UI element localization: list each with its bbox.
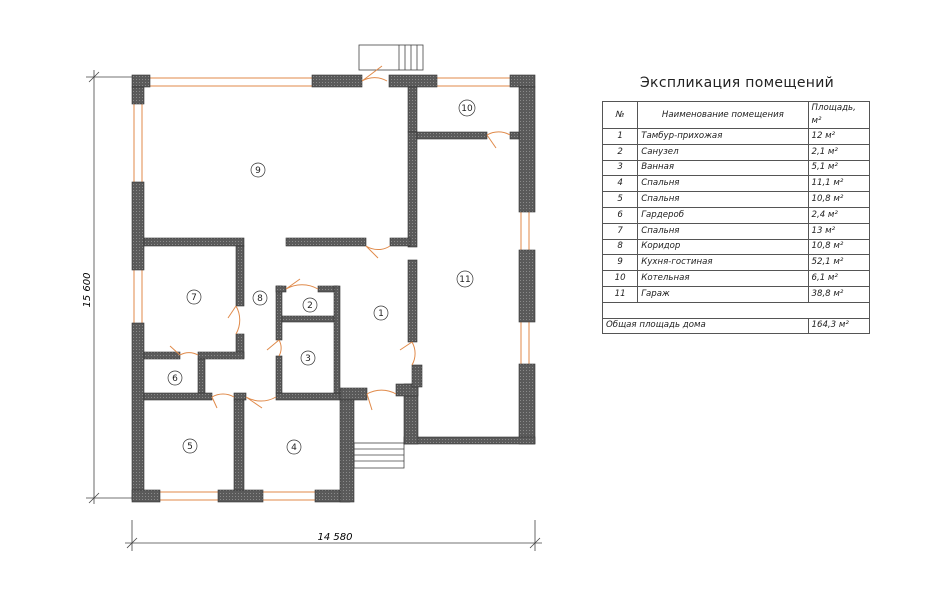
room-schedule: Экспликация помещений № Наименование пом… xyxy=(601,75,871,335)
row-area: 6,1 м² xyxy=(807,270,871,287)
row-num: 2 xyxy=(601,143,639,161)
row-area: 52,1 м² xyxy=(807,254,871,272)
svg-text:7: 7 xyxy=(191,293,197,303)
header-area: Площадь, м² xyxy=(807,101,871,129)
walls xyxy=(131,74,536,503)
row-area: 2,4 м² xyxy=(807,206,871,224)
row-name: Коридор xyxy=(637,238,809,256)
total-label: Общая площадь дома xyxy=(602,317,809,335)
row-name: Гардероб xyxy=(637,206,809,224)
height-dimension-label: 15 600 xyxy=(82,273,93,308)
row-name: Гараж xyxy=(637,285,809,303)
room-marker-1: 1 xyxy=(373,305,389,321)
table-header-row: № Наименование помещения Площадь, м² xyxy=(601,101,871,129)
dimension-lines xyxy=(86,70,542,551)
row-name: Кухня-гостиная xyxy=(637,254,809,272)
row-area: 10,8 м² xyxy=(807,238,871,256)
header-num: № xyxy=(601,101,639,129)
row-name: Котельная xyxy=(637,270,809,287)
room-marker-10: 10 xyxy=(458,99,476,117)
table-row-blank xyxy=(602,301,870,319)
total-value: 164,3 м² xyxy=(807,317,871,335)
room-marker-5: 5 xyxy=(182,438,198,454)
entrance-steps-bottom xyxy=(353,442,405,469)
row-name: Спальня xyxy=(637,191,809,208)
room-marker-11: 11 xyxy=(456,270,474,288)
row-name: Тамбур-прихожая xyxy=(637,128,809,145)
room-marker-8: 8 xyxy=(252,290,268,306)
row-area: 10,8 м² xyxy=(807,191,871,208)
svg-text:2: 2 xyxy=(307,301,313,311)
room-marker-4: 4 xyxy=(286,439,302,455)
schedule-title: Экспликация помещений xyxy=(639,75,834,91)
row-num: 7 xyxy=(601,222,639,240)
room-marker-2: 2 xyxy=(302,297,318,313)
row-num: 5 xyxy=(601,191,639,208)
row-area: 12 м² xyxy=(807,128,871,145)
room-marker-7: 7 xyxy=(186,289,202,305)
header-name: Наименование помещения xyxy=(637,101,809,129)
doors xyxy=(169,65,511,411)
width-dimension-label: 14 580 xyxy=(318,532,353,543)
row-num: 11 xyxy=(601,285,639,303)
windows xyxy=(133,77,530,501)
svg-text:11: 11 xyxy=(459,275,470,285)
row-name: Санузел xyxy=(637,143,809,161)
row-name: Ванная xyxy=(637,159,809,177)
row-area: 2,1 м² xyxy=(807,143,871,161)
row-num: 6 xyxy=(601,206,639,224)
table-row-total: Общая площадь дома 164,3 м² xyxy=(602,317,871,335)
row-area: 5,1 м² xyxy=(807,159,871,177)
svg-text:8: 8 xyxy=(257,294,263,304)
row-name: Спальня xyxy=(637,175,809,193)
row-area: 38,8 м² xyxy=(807,285,871,303)
room-markers: 1 2 3 4 5 6 7 8 9 10 11 xyxy=(167,99,476,455)
entrance-steps-top xyxy=(358,44,424,71)
room-marker-3: 3 xyxy=(300,350,316,366)
row-area: 11,1 м² xyxy=(807,175,871,193)
svg-text:9: 9 xyxy=(255,166,261,176)
row-num: 10 xyxy=(601,270,639,287)
floor-plan: 15 600 14 580 xyxy=(82,44,542,551)
row-area: 13 м² xyxy=(807,222,871,240)
svg-text:4: 4 xyxy=(291,443,297,453)
svg-text:6: 6 xyxy=(172,374,178,384)
row-num: 8 xyxy=(601,238,639,256)
svg-text:1: 1 xyxy=(378,309,384,319)
row-num: 3 xyxy=(601,159,639,177)
row-num: 1 xyxy=(601,128,639,145)
room-marker-6: 6 xyxy=(167,370,183,386)
svg-text:5: 5 xyxy=(187,442,193,452)
svg-text:3: 3 xyxy=(305,354,311,364)
row-name: Спальня xyxy=(637,222,809,240)
room-marker-9: 9 xyxy=(250,162,266,178)
row-num: 9 xyxy=(601,254,639,272)
svg-text:10: 10 xyxy=(461,104,473,114)
row-num: 4 xyxy=(601,175,639,193)
